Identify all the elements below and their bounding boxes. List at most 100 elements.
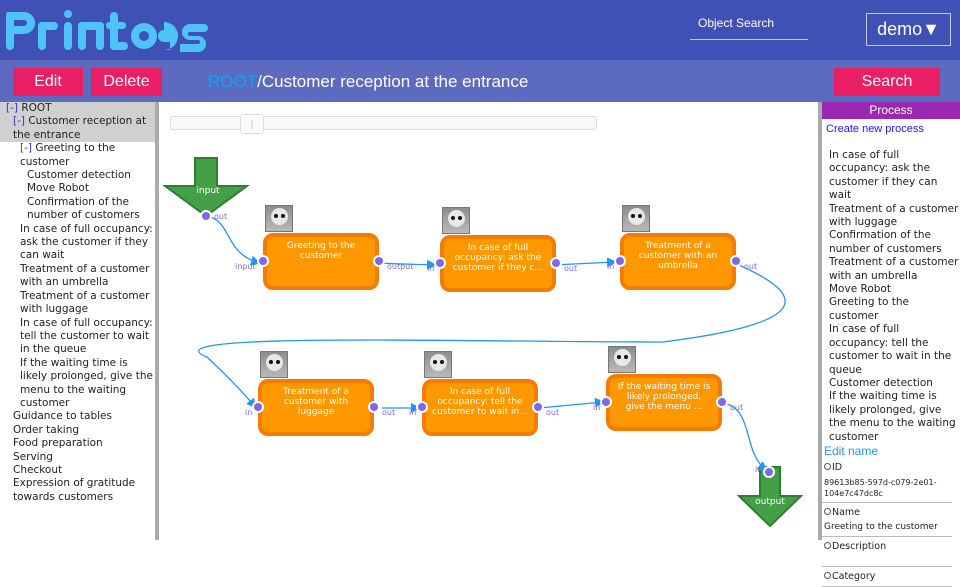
user-menu-button[interactable]: demo▼ <box>866 13 951 46</box>
process-item[interactable]: Customer detection <box>829 376 933 389</box>
process-node[interactable]: In case of full occupancy: ask the custo… <box>440 235 556 292</box>
tree-item[interactable]: Checkout <box>13 463 63 476</box>
node-out-port[interactable] <box>532 401 544 413</box>
tree-item[interactable]: Customer detection <box>27 169 131 182</box>
process-node[interactable]: Greeting to the customer <box>263 233 379 290</box>
tree-item[interactable]: Treatment of a customer with an umbrella <box>20 262 150 289</box>
breadcrumb-root-link[interactable]: ROOT <box>208 72 258 91</box>
node-in-port[interactable] <box>252 401 264 413</box>
port-label: out <box>744 262 758 271</box>
input-node-label: input <box>196 186 220 196</box>
tree-item[interactable]: If the waiting time is likely prolonged,… <box>20 356 153 409</box>
node-out-port[interactable] <box>730 255 742 267</box>
tree-item[interactable]: Order taking <box>13 423 80 436</box>
node-in-port[interactable] <box>416 401 428 413</box>
node-in-port[interactable] <box>434 257 446 269</box>
port-label: in <box>427 264 435 273</box>
process-node[interactable]: Treatment of a customer with luggage <box>258 379 374 436</box>
tree-item-label: ROOT <box>17 102 52 114</box>
process-item[interactable]: Move Robot <box>829 283 891 296</box>
node-in-port[interactable] <box>614 255 626 267</box>
port-label: output <box>387 262 414 271</box>
port-label: in <box>593 403 601 412</box>
field-label: Description <box>832 540 887 552</box>
collapse-toggle[interactable]: [-] <box>6 102 18 114</box>
radio-button[interactable] <box>824 541 831 549</box>
create-new-process-link[interactable]: Create new process <box>826 123 924 135</box>
robot-avatar-icon <box>622 205 650 232</box>
input-node-out-port[interactable] <box>200 210 212 222</box>
top-bar: Object Search demo▼ <box>0 0 960 60</box>
port-label: out <box>546 408 560 417</box>
edge <box>206 215 261 266</box>
radio-button[interactable] <box>824 571 831 579</box>
process-item[interactable]: If the waiting time is likely prolonged,… <box>829 390 956 443</box>
edit-button[interactable]: Edit <box>13 68 83 96</box>
printeps-logo[interactable] <box>4 6 214 56</box>
field-category: Category <box>822 567 952 587</box>
tree-item[interactable]: In case of full occupancy: ask the custo… <box>20 222 153 262</box>
process-item[interactable]: In case of full occupancy: tell the cust… <box>829 323 952 376</box>
edge <box>198 261 786 409</box>
zoom-slider-thumb[interactable] <box>240 114 264 134</box>
field-label: ID <box>832 461 843 473</box>
tree-item[interactable]: Food preparation <box>13 437 103 450</box>
search-button[interactable]: Search <box>834 68 940 96</box>
node-in-port[interactable] <box>257 255 269 267</box>
node-in-port[interactable] <box>600 396 612 408</box>
zoom-slider[interactable] <box>170 114 597 134</box>
process-node[interactable]: If the waiting time is likely prolonged,… <box>606 374 722 431</box>
port-label: out <box>730 403 744 412</box>
port-label: in <box>245 408 253 417</box>
port-label: out <box>214 212 228 221</box>
radio-button[interactable] <box>824 462 831 470</box>
field-label: Category <box>832 570 876 582</box>
toolbar: Edit Delete Search <box>0 60 960 102</box>
process-node[interactable]: In case of full occupancy: tell the cust… <box>422 379 538 436</box>
process-item[interactable]: In case of full occupancy: ask the custo… <box>829 149 938 202</box>
node-out-port[interactable] <box>550 257 562 269</box>
field-value: 89613b85-597d-c079-2e01-104e7c47dc8c <box>824 477 937 498</box>
port-label: in <box>755 465 763 474</box>
tree-item-greeting[interactable]: [-] Greeting to the customer <box>0 142 155 169</box>
port-label: in <box>409 408 417 417</box>
edge <box>726 403 768 472</box>
tree-item[interactable]: Guidance to tables <box>13 410 112 423</box>
tree-item-customer-reception[interactable]: [-] Customer reception at the entrance <box>0 115 155 143</box>
edit-name-link[interactable]: Edit name <box>824 443 879 458</box>
process-panel-title: Process <box>822 102 960 119</box>
collapse-toggle[interactable]: [-] <box>20 142 32 155</box>
robot-avatar-icon <box>424 351 452 378</box>
process-tree: [-] ROOT [-] Customer reception at the e… <box>0 102 159 540</box>
radio-button[interactable] <box>824 507 831 515</box>
output-arrow-icon <box>736 466 804 528</box>
node-out-port[interactable] <box>373 255 385 267</box>
output-node-in-port[interactable] <box>763 466 775 478</box>
delete-button[interactable]: Delete <box>91 68 162 96</box>
process-item[interactable]: Confirmation of the number of customers <box>829 229 942 255</box>
field-value: Greeting to the customer <box>824 521 938 532</box>
tree-item[interactable]: Serving <box>13 450 53 463</box>
process-item[interactable]: Treatment of a customer with luggage <box>829 202 959 229</box>
port-label: out <box>382 408 396 417</box>
robot-avatar-icon <box>608 346 636 373</box>
process-item[interactable]: Treatment of a customer with an umbrella <box>829 256 959 282</box>
node-out-port[interactable] <box>368 401 380 413</box>
tree-item[interactable]: Move Robot <box>27 182 89 195</box>
tree-item[interactable]: Expression of gratitude towards customer… <box>13 477 136 503</box>
process-node[interactable]: Treatment of a customer with an umbrella <box>620 233 736 290</box>
port-label: out <box>564 264 578 273</box>
robot-avatar-icon <box>265 205 293 232</box>
tree-item-label: Greeting to the customer <box>20 142 116 168</box>
collapse-toggle[interactable]: [-] <box>13 115 25 128</box>
flow-canvas[interactable]: input out output in Greeting to the cust… <box>163 102 818 540</box>
tree-item-root[interactable]: [-] ROOT <box>0 102 155 116</box>
object-search-input[interactable]: Object Search <box>690 14 808 40</box>
node-out-port[interactable] <box>716 396 728 408</box>
tree-item[interactable]: Treatment of a customer with luggage <box>20 289 150 316</box>
process-item[interactable]: Greeting to the customer <box>829 296 909 322</box>
tree-item[interactable]: Confirmation of the number of customers <box>27 195 140 222</box>
tree-item[interactable]: In case of full occupancy: tell the cust… <box>20 316 153 356</box>
breadcrumb: ROOT/Customer reception at the entrance <box>208 72 528 92</box>
input-arrow-icon <box>163 157 251 218</box>
